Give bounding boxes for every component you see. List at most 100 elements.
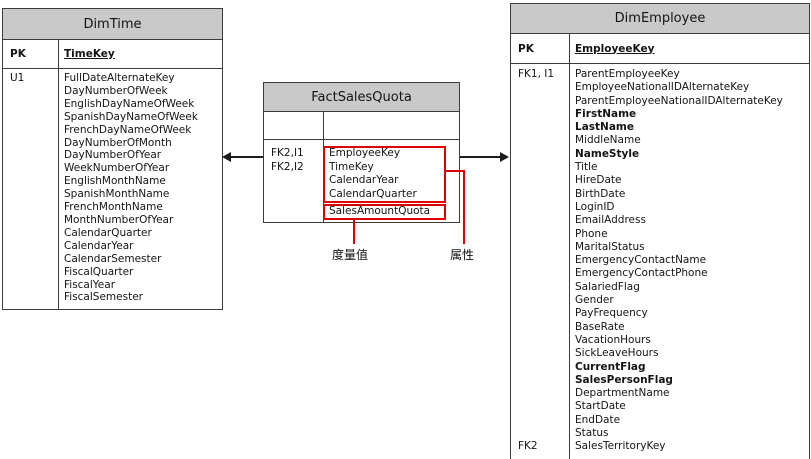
row-field-name: CalendarQuarter (64, 226, 152, 239)
row-key-label: U1 (10, 72, 25, 84)
fact-sales-quota-pk-row (264, 112, 459, 140)
dim-time-relationship-line (230, 156, 263, 158)
table-row: SalesPersonFlag (511, 374, 809, 387)
row-field-name: MonthNumberOfYear (64, 213, 174, 226)
table-row: MaritalStatus (511, 241, 809, 254)
pk-field-name: TimeKey (64, 48, 115, 60)
row-field-name: FrenchDayNameOfWeek (64, 123, 192, 136)
row-field-name: HireDate (575, 174, 622, 187)
table-row: SpanishDayNameOfWeek (3, 111, 222, 124)
row-field-name: DayNumberOfMonth (64, 136, 172, 149)
attribute-callout-line-vertical (463, 170, 465, 244)
row-field-name: CalendarYear (329, 174, 399, 186)
row-field-name: VacationHours (575, 333, 651, 346)
table-row: EmergencyContactPhone (511, 267, 809, 280)
right-arrowhead-icon (500, 152, 509, 162)
table-row: EmergencyContactName (511, 254, 809, 267)
key-column-divider (569, 34, 570, 459)
row-field-name: SalariedFlag (575, 280, 640, 293)
table-row: EnglishMonthName (3, 175, 222, 188)
fact-sales-quota-title: FactSalesQuota (311, 89, 412, 105)
row-field-name: EnglishMonthName (64, 175, 166, 188)
row-field-name: FiscalYear (64, 278, 116, 291)
attribute-label: 属性 (450, 248, 475, 262)
table-row: EndDate (511, 414, 809, 427)
row-field-name: FiscalQuarter (64, 265, 134, 278)
table-row: LoginID (511, 201, 809, 214)
pk-field-name: EmployeeKey (575, 42, 655, 55)
table-row: HireDate (511, 174, 809, 187)
row-field-name: DayNumberOfWeek (64, 84, 168, 97)
row-field-name: CalendarSemester (64, 252, 162, 265)
pk-label: PK (518, 42, 534, 55)
dim-employee-pk-row: PK EmployeeKey (511, 34, 809, 64)
row-key-label: FK1, I1 (518, 68, 555, 80)
table-row: ParentEmployeeNationalIDAlternateKey (511, 95, 809, 108)
table-row: SalesAmountQuota (264, 205, 459, 219)
table-row: MiddleName (511, 134, 809, 147)
row-field-name: SpanishDayNameOfWeek (64, 110, 198, 123)
row-field-name: EnglishDayNameOfWeek (64, 97, 195, 110)
row-field-name: EmergencyContactName (575, 254, 707, 267)
table-row: LastName (511, 121, 809, 134)
fact-sales-quota-table: FactSalesQuota FK2,I1 EmployeeKey FK2,I2… (263, 82, 460, 223)
row-field-name: FiscalSemester (64, 291, 143, 304)
table-row: Status (511, 427, 809, 440)
dim-time-title: DimTime (83, 16, 142, 32)
row-key-label: FK2,I2 (271, 160, 304, 173)
table-row: CalendarYear (264, 174, 459, 188)
table-row: CurrentFlag (511, 361, 809, 374)
table-row: FK1, I1 ParentEmployeeKey (511, 68, 809, 81)
row-field-name: SalesPersonFlag (575, 373, 673, 386)
table-row: EmailAddress (511, 214, 809, 227)
row-field-name: BaseRate (575, 320, 625, 333)
row-field-name: PayFrequency (575, 307, 648, 320)
pk-label: PK (10, 48, 26, 60)
table-row: VacationHours (511, 334, 809, 347)
row-field-name: EmployeeNationalIDAlternateKey (575, 81, 750, 94)
row-field-name: MiddleName (575, 134, 641, 147)
row-field-name: Phone (575, 227, 608, 240)
table-row: PayFrequency (511, 307, 809, 320)
fact-sales-quota-header: FactSalesQuota (264, 83, 459, 112)
table-row: SpanishMonthName (3, 188, 222, 201)
row-field-name: SickLeaveHours (575, 347, 659, 360)
table-row: FiscalYear (3, 279, 222, 292)
row-field-name: CalendarQuarter (329, 187, 417, 200)
row-field-name: EmployeeKey (329, 147, 401, 159)
table-row: DayNumberOfWeek (3, 85, 222, 98)
table-row: StartDate (511, 400, 809, 413)
table-row: EnglishDayNameOfWeek (3, 98, 222, 111)
dim-time-pk-row: PK TimeKey (3, 40, 222, 69)
row-field-name: LoginID (575, 200, 615, 213)
row-field-name: LastName (575, 121, 634, 134)
key-column-divider (58, 40, 59, 310)
table-row: BirthDate (511, 188, 809, 201)
row-field-name: StartDate (575, 400, 626, 413)
table-row: CalendarQuarter (264, 188, 459, 202)
dim-time-column-list: U1 FullDateAlternateKey DayNumberOfWeek … (3, 69, 222, 309)
row-field-name: SalesTerritoryKey (575, 440, 666, 453)
table-row: DayNumberOfYear (3, 149, 222, 162)
row-field-name: FirstName (575, 107, 637, 120)
row-field-name: EndDate (575, 413, 621, 426)
row-field-name: DayNumberOfYear (64, 149, 162, 162)
table-row: FrenchMonthName (3, 201, 222, 214)
dim-employee-relationship-line (460, 156, 501, 158)
table-row: SickLeaveHours (511, 347, 809, 360)
table-row: FirstName (511, 108, 809, 121)
table-row: Gender (511, 294, 809, 307)
table-row: DayNumberOfMonth (3, 137, 222, 150)
table-row: FK2 SalesTerritoryKey (511, 440, 809, 453)
table-row: CalendarSemester (3, 253, 222, 266)
row-field-name: SalesAmountQuota (329, 205, 431, 217)
key-column-divider (323, 112, 324, 222)
dim-employee-column-list: FK1, I1 ParentEmployeeKey EmployeeNation… (511, 64, 809, 459)
table-row: FK2,I1 EmployeeKey (264, 147, 459, 161)
row-field-name: EmergencyContactPhone (575, 267, 708, 280)
row-field-name: SpanishMonthName (64, 188, 170, 201)
table-row: U1 FullDateAlternateKey (3, 72, 222, 85)
row-field-name: FrenchMonthName (64, 201, 163, 214)
row-field-name: CalendarYear (64, 239, 134, 252)
